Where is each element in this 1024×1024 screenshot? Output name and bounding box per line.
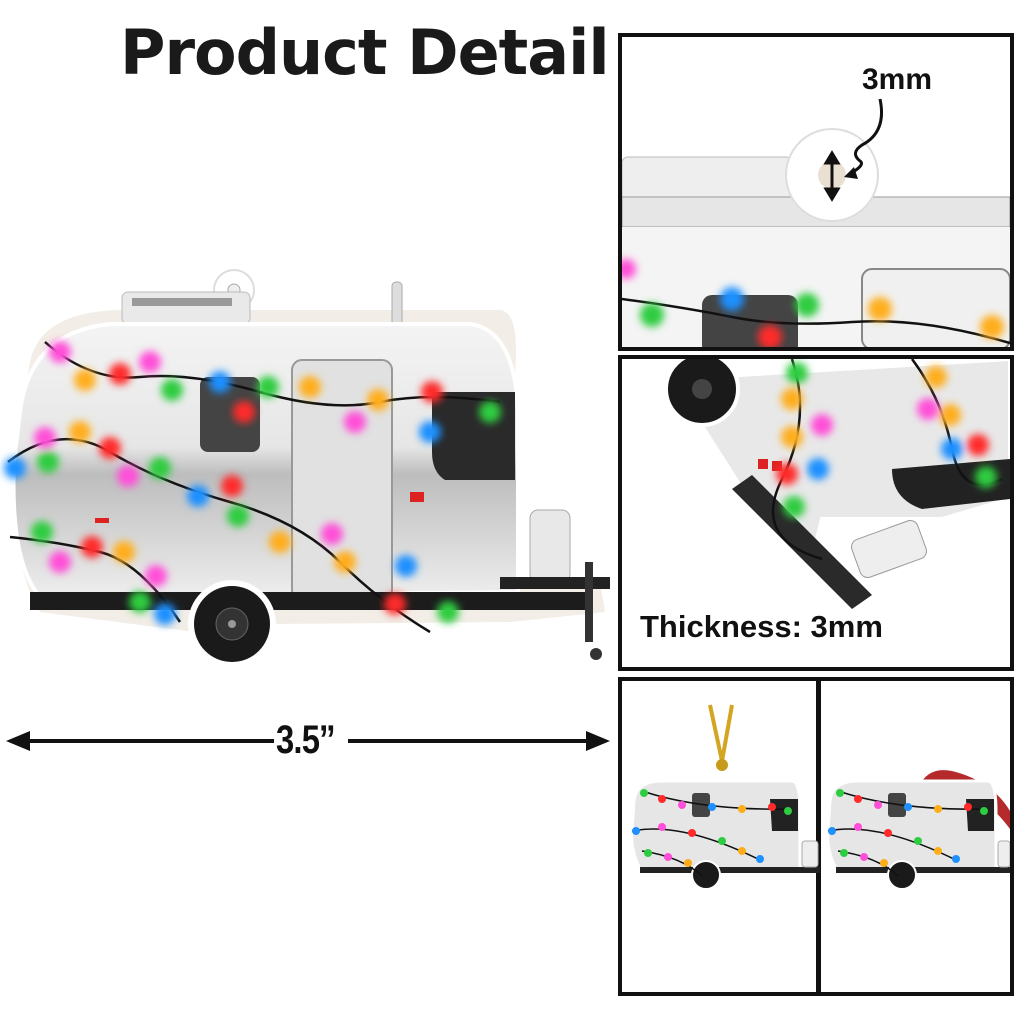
width-label: 3.5’’ <box>276 718 335 762</box>
arrow-left-icon <box>6 731 30 751</box>
ornament-red-ribbon <box>826 770 1010 890</box>
thickness-label: Thickness: 3mm <box>640 609 883 644</box>
width-dimension: 3.5’’ <box>6 714 610 766</box>
panel-divider <box>816 681 821 992</box>
hole-detail-panel: 3mm <box>618 33 1014 351</box>
page-title: Product Detail <box>120 16 610 89</box>
ornament-gold-string <box>630 704 820 890</box>
hole-size-label: 3mm <box>862 63 933 96</box>
thickness-detail-panel: Thickness: 3mm <box>618 355 1014 671</box>
dimension-line-right <box>348 739 592 743</box>
arrow-right-icon <box>586 731 610 751</box>
dimension-line-left <box>26 739 274 743</box>
hanging-options-panel <box>618 677 1014 996</box>
main-product-image <box>0 262 620 682</box>
